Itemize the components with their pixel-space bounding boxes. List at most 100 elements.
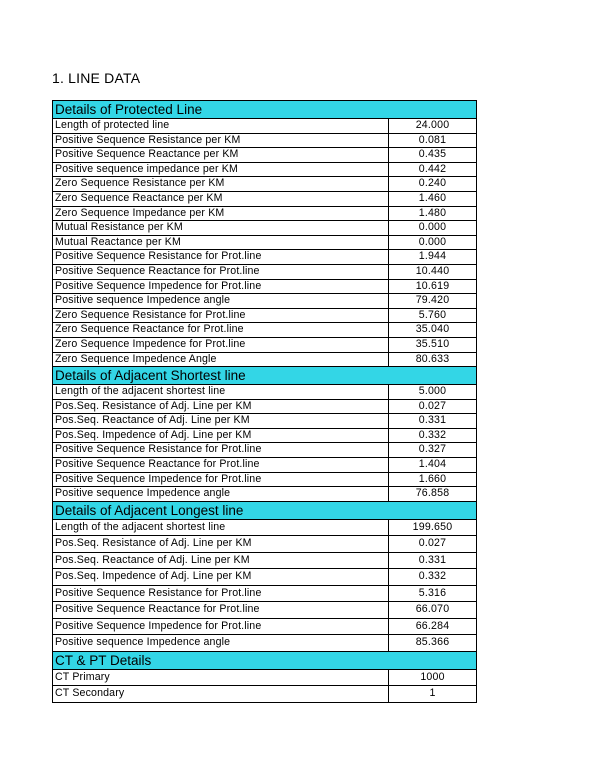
row-label: Positive sequence Impedence angle [53, 487, 389, 501]
row-label: Positive Sequence Resistance per KM [53, 133, 389, 148]
row-value: 0.435 [389, 148, 477, 162]
row-label: Length of the adjacent shortest line [53, 385, 389, 399]
row-value: 1.460 [389, 191, 477, 206]
row-value: 35.040 [389, 323, 477, 337]
row-value: 0.331 [389, 414, 477, 428]
row-label: Zero Sequence Resistance for Prot.line [53, 308, 389, 323]
row-label: Zero Sequence Reactance for Prot.line [53, 323, 389, 337]
row-label: Mutual Resistance per KM [53, 221, 389, 235]
table-row: Positive Sequence Resistance for Prot.li… [53, 250, 477, 265]
row-value: 1.480 [389, 206, 477, 221]
row-value: 5.316 [389, 585, 477, 602]
row-value: 0.331 [389, 552, 477, 569]
row-value: 0.027 [389, 536, 477, 552]
row-label: Pos.Seq. Impedence of Adj. Line per KM [53, 428, 389, 443]
row-label: CT Secondary [53, 686, 389, 702]
row-value: 10.440 [389, 264, 477, 279]
row-value: 85.366 [389, 635, 477, 651]
row-label: Pos.Seq. Resistance of Adj. Line per KM [53, 536, 389, 552]
table-row: Positive Sequence Reactance for Prot.lin… [53, 264, 477, 280]
row-label: Positive sequence Impedence angle [53, 294, 389, 308]
row-label: Pos.Seq. Reactance of Adj. Line per KM [53, 414, 389, 428]
row-label: Positive Sequence Reactance for Prot.lin… [53, 602, 389, 618]
table-row: Positive Sequence Reactance for Prot.lin… [53, 458, 477, 473]
row-value: 1000 [389, 669, 477, 686]
row-label: Pos.Seq. Reactance of Adj. Line per KM [53, 552, 389, 569]
row-label: Positive Sequence Resistance for Prot.li… [53, 250, 389, 264]
row-value: 66.070 [389, 602, 477, 618]
row-value: 79.420 [389, 294, 477, 308]
row-value: 1.660 [389, 472, 477, 487]
section-header: CT & PT Details [53, 651, 477, 670]
table-row: Positive Sequence Resistance for Prot.li… [53, 585, 477, 603]
row-value: 0.000 [389, 221, 477, 235]
row-value: 5.000 [389, 385, 477, 399]
row-value: 1.944 [389, 250, 477, 264]
row-label: Positive Sequence Reactance for Prot.lin… [53, 458, 389, 472]
row-value: 35.510 [389, 337, 477, 352]
row-value: 0.327 [389, 443, 477, 458]
row-label: Positive Sequence Impedence for Prot.lin… [53, 618, 389, 635]
row-label: Positive sequence impedance per KM [53, 162, 389, 177]
row-label: Positive sequence Impedence angle [53, 635, 389, 651]
row-value: 0.442 [389, 162, 477, 177]
row-label: Pos.Seq. Resistance of Adj. Line per KM [53, 399, 389, 414]
row-value: 24.000 [389, 119, 477, 133]
row-value: 76.858 [389, 487, 477, 501]
table-row: Positive Sequence Resistance for Prot.li… [53, 443, 477, 459]
row-value: 199.650 [389, 519, 477, 536]
row-value: 1 [389, 686, 477, 702]
row-label: Positive Sequence Resistance for Prot.li… [53, 443, 389, 458]
row-label: Zero Sequence Resistance per KM [53, 177, 389, 191]
row-value: 5.760 [389, 308, 477, 323]
table-row: Positive Sequence Impedence for Prot.lin… [53, 279, 477, 295]
table-row: Positive Sequence Impedence for Prot.lin… [53, 618, 477, 636]
row-label: Positive Sequence Reactance per KM [53, 148, 389, 162]
row-label: Positive Sequence Reactance for Prot.lin… [53, 264, 389, 279]
row-label: Zero Sequence Impedence Angle [53, 352, 389, 367]
row-label: Mutual Reactance per KM [53, 235, 389, 250]
row-value: 80.633 [389, 352, 477, 367]
row-value: 0.027 [389, 399, 477, 414]
section-header: Details of Adjacent Longest line [53, 501, 477, 520]
page-title: 1. LINE DATA [52, 70, 141, 86]
row-value: 66.284 [389, 618, 477, 635]
section-header: Details of Protected Line [53, 101, 477, 119]
row-value: 10.619 [389, 279, 477, 294]
row-label: Positive Sequence Impedence for Prot.lin… [53, 279, 389, 294]
row-value: 0.000 [389, 235, 477, 250]
row-label: Length of the adjacent shortest line [53, 519, 389, 536]
row-label: Pos.Seq. Impedence of Adj. Line per KM [53, 569, 389, 585]
row-label: Positive Sequence Resistance for Prot.li… [53, 585, 389, 602]
row-value: 0.081 [389, 133, 477, 148]
row-label: CT Primary [53, 669, 389, 686]
